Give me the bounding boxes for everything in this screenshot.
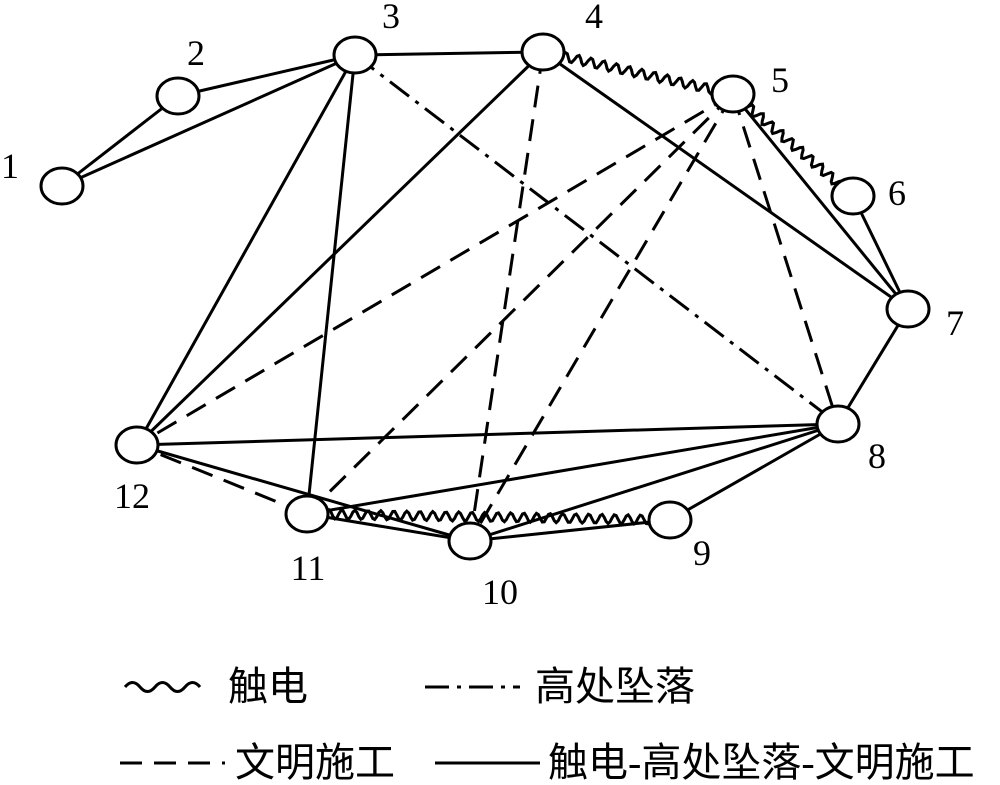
node-label-2: 2 [187, 33, 205, 73]
edge-5-7-combined [731, 93, 910, 310]
node-label-3: 3 [382, 0, 400, 36]
node-11 [284, 494, 330, 534]
edge-8-11-combined [306, 422, 839, 516]
node-3 [332, 35, 378, 75]
edge-2-3-combined [177, 53, 356, 98]
node-10 [447, 521, 493, 561]
edge-5-6-electric [730, 93, 855, 199]
node-8 [815, 404, 861, 444]
edge-5-11-civilized [305, 92, 735, 516]
edge-3-11-combined [305, 54, 357, 515]
node-label-7: 7 [946, 303, 964, 343]
edge-7-8-combined [836, 308, 910, 425]
node-label-5: 5 [771, 60, 789, 100]
edge-8-12-combined [136, 422, 839, 447]
node-label-10: 10 [482, 572, 518, 612]
legend-combined-label: 触电-高处坠落-文明施工 [548, 740, 975, 785]
node-6 [830, 176, 876, 216]
node-4 [520, 32, 566, 72]
node-label-1: 1 [1, 146, 19, 186]
node-2 [155, 76, 201, 116]
edge-8-9-combined [669, 422, 839, 522]
edge-11-12-civilized [136, 443, 308, 516]
edge-3-8-fall [354, 53, 839, 426]
node-12 [114, 425, 160, 465]
edge-4-7-combined [542, 50, 909, 311]
legend-electric-label: 触电 [228, 664, 308, 709]
node-label-9: 9 [693, 533, 711, 573]
legend: 触电 高处坠落 文明施工 触电-高处坠落-文明施工 [120, 664, 975, 785]
edge-1-3-combined [61, 53, 356, 188]
node-label-4: 4 [585, 0, 603, 36]
edge-10-11-combined [306, 512, 471, 543]
edge-4-5-electric [541, 47, 735, 98]
node-label-8: 8 [868, 436, 886, 476]
edge-6-7-combined [851, 195, 910, 310]
edges-layer [61, 47, 910, 543]
edge-4-12-combined [135, 50, 545, 447]
edge-3-12-combined [135, 54, 357, 446]
node-1 [39, 166, 85, 206]
node-9 [647, 500, 693, 540]
edge-3-4-combined [354, 50, 544, 57]
edge-4-10-civilized [468, 51, 545, 542]
legend-electric-swatch [123, 681, 202, 693]
node-label-6: 6 [888, 173, 906, 213]
node-7 [885, 289, 931, 329]
node-label-12: 12 [114, 476, 150, 516]
edge-10-12-combined [136, 443, 471, 543]
edge-5-10-civilized [468, 93, 735, 542]
legend-civilized-label: 文明施工 [235, 740, 395, 785]
legend-fall-label: 高处坠落 [535, 664, 695, 709]
edge-1-2-combined [61, 94, 179, 188]
node-label-11: 11 [291, 548, 326, 588]
node-5 [710, 74, 756, 114]
edge-5-8-civilized [731, 93, 840, 425]
edge-5-12-civilized [136, 92, 734, 447]
